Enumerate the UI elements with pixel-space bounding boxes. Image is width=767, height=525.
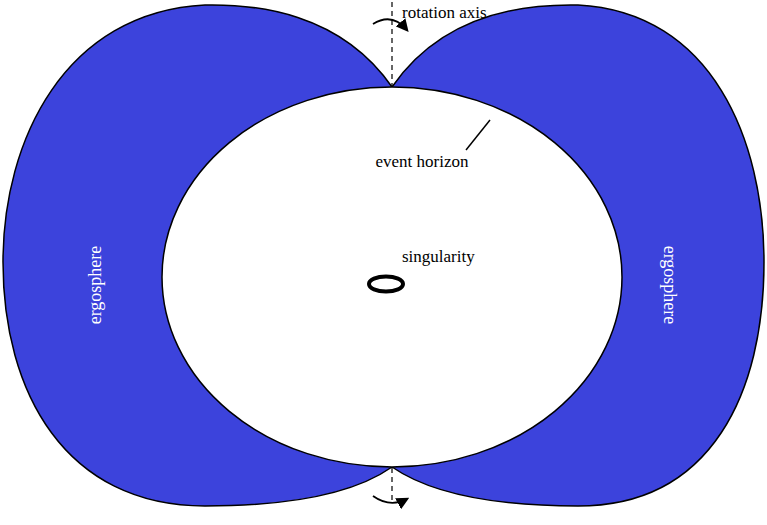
rotation-axis-top: [391, 2, 392, 86]
singularity-label: singularity: [402, 247, 475, 267]
axis-label: rotation axis: [402, 3, 487, 23]
event-horizon-ellipse: [162, 87, 622, 467]
rotation-axis-bottom: [391, 468, 392, 502]
rotation-arrow-top: [373, 19, 407, 30]
ergosphere-label: ergosphere: [85, 246, 106, 325]
ergosphere-label: ergosphere: [660, 246, 681, 325]
ring-singularity: [369, 277, 403, 292]
rotation-arrow-bottom: [373, 496, 407, 503]
leader-line: [466, 120, 490, 150]
horizon-label: event horizon: [372, 152, 472, 172]
